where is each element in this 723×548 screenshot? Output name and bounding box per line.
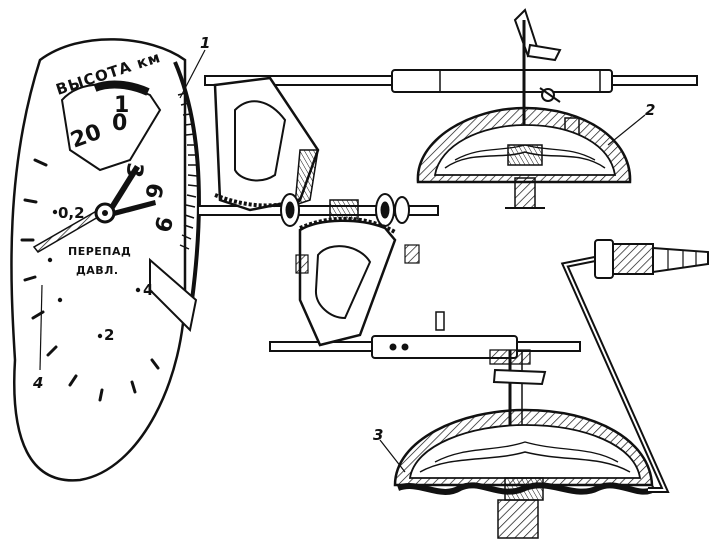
callout-1-label: 1 [200, 34, 210, 52]
pinion-left [280, 193, 300, 227]
upper-sector-gear [213, 76, 320, 212]
dial-pointers [32, 165, 156, 253]
callout-4: 4 [32, 284, 43, 392]
callout-2: 2 [607, 101, 655, 146]
callout-2-label: 2 [645, 101, 655, 119]
callout-3-label: 3 [373, 426, 383, 444]
scale-label-0: 0 [112, 111, 127, 136]
dial-caption-line2: ДАВЛ. [76, 264, 119, 277]
scale-label-9: 9 [148, 213, 176, 234]
middle-shaft [197, 205, 439, 216]
pinion-right [375, 193, 410, 227]
pipe-fitting [594, 239, 709, 279]
scale-label-0-2: 0,2 [58, 204, 85, 222]
dial-caption-line1: ПЕРЕПАД [68, 245, 131, 258]
callout-3: 3 [373, 426, 406, 473]
lower-sector-gear [295, 216, 420, 347]
lower-linkage [435, 311, 547, 455]
callout-1: 1 [179, 34, 210, 99]
altimeter-dial: ВЫСОТА км 1 0 20 3 6 9 0,2 4 2 ПЕРЕПАД Д… [10, 38, 201, 482]
aneroid-capsule-lower [393, 408, 657, 539]
scale-label-4: 4 [143, 281, 153, 299]
scale-label-1: 1 [114, 93, 129, 118]
upper-shaft [204, 69, 698, 93]
scale-label-6: 6 [139, 181, 166, 200]
lower-shaft [269, 335, 581, 359]
callout-4-label: 4 [32, 374, 43, 392]
pressure-tube [560, 255, 670, 493]
scale-label-2: 2 [104, 326, 114, 344]
aneroid-capsule-upper [416, 106, 632, 209]
